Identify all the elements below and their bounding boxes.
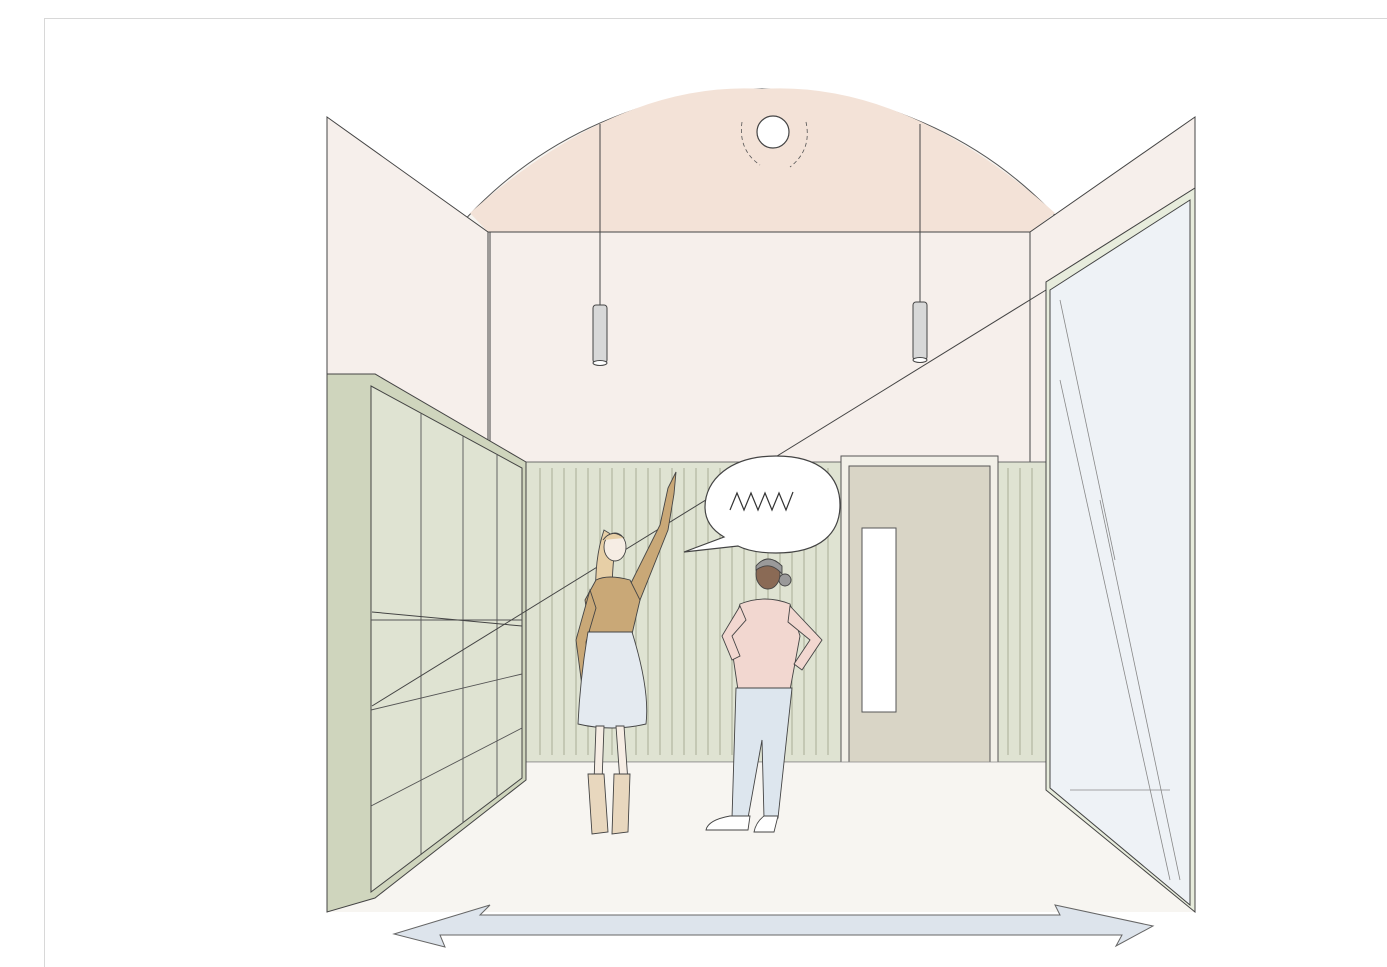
back-wall [488,232,1030,462]
pendant-light-right [913,302,927,360]
door-window [862,528,896,712]
pendant-light-left [593,305,607,363]
door [841,456,998,786]
right-glass-wall [1046,188,1195,912]
